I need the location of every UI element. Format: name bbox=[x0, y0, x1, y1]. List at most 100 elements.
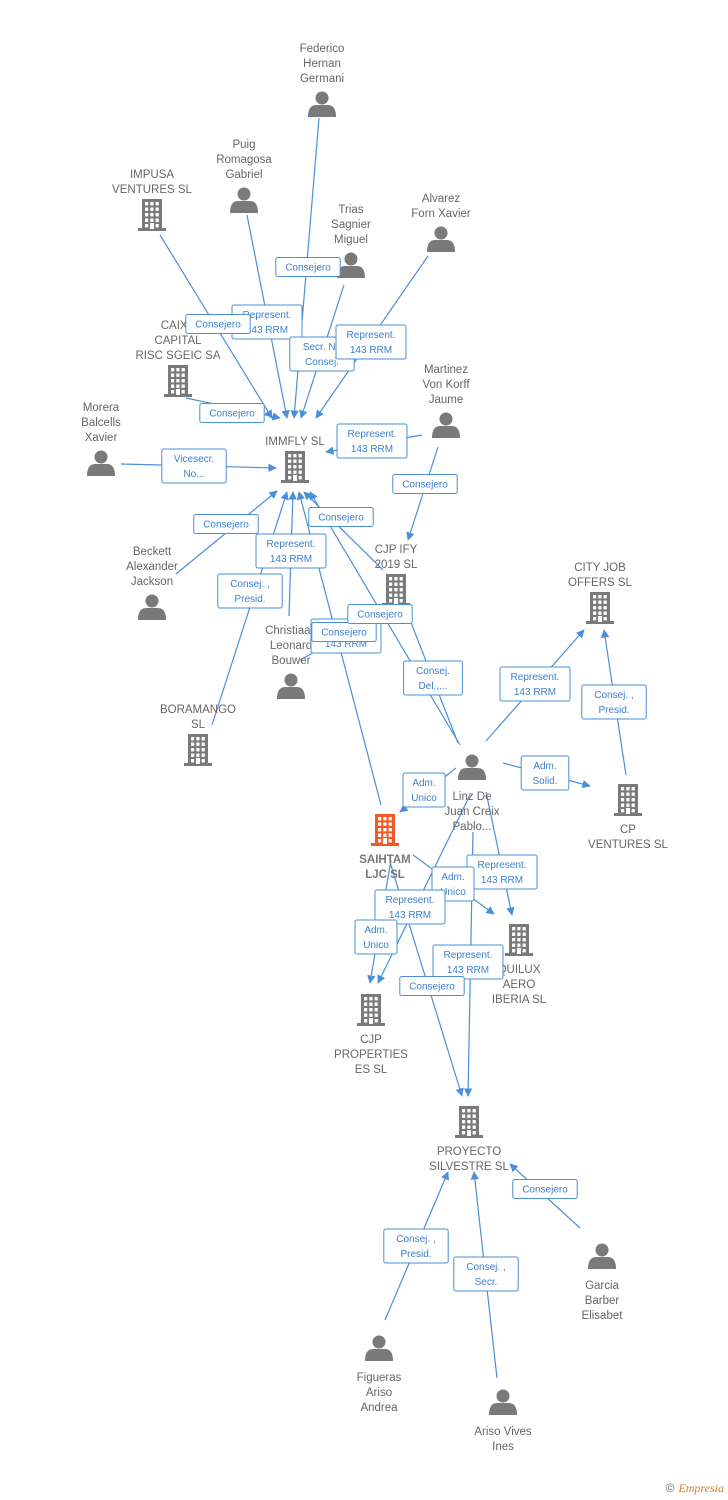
edge-label-text: 143 RRM bbox=[270, 554, 312, 565]
node-label: Balcells bbox=[81, 417, 121, 429]
node-label: Miguel bbox=[334, 234, 368, 246]
edge-label-ariso-to-proyecto[interactable]: Consej. ,Secr. bbox=[453, 1256, 519, 1292]
person-icon bbox=[427, 226, 455, 252]
edge-label-text: 143 RRM bbox=[325, 639, 367, 650]
node-label: Jaume bbox=[429, 394, 464, 406]
edge-label-linz-to-cpventures[interactable]: Adm.Solid. bbox=[520, 755, 570, 791]
edge-label-federico-to-immfly[interactable]: Consejero bbox=[275, 257, 341, 277]
node-label: IMPUSA bbox=[130, 169, 174, 181]
node-label: AERO bbox=[503, 979, 536, 991]
edge-label-figueras-to-proyecto[interactable]: Consej. ,Presid. bbox=[383, 1228, 449, 1264]
node-label: SILVESTRE SL bbox=[429, 1161, 509, 1173]
node-label: Figueras bbox=[357, 1372, 402, 1384]
node-label: Ines bbox=[492, 1441, 514, 1453]
edge-label-saihtam-to-proyecto[interactable]: Consejero bbox=[399, 976, 465, 996]
edge-label-linz-to-cityjob[interactable]: Represent.143 RRM bbox=[499, 666, 571, 702]
building-icon bbox=[164, 365, 192, 397]
edge-label-text: Del.,... bbox=[419, 681, 448, 692]
node-label: Ariso Vives bbox=[474, 1426, 532, 1438]
edge-label-morera-to-immfly[interactable]: Vicesecr.No... bbox=[161, 448, 227, 484]
node-label: Puig bbox=[232, 139, 255, 151]
edge-label-cjpify-to-immfly[interactable]: Consejero bbox=[308, 507, 374, 527]
node-label: QUILUX bbox=[498, 964, 541, 976]
node-label: Juan Creix bbox=[445, 806, 500, 818]
edge-label-linz-to-cjpprop[interactable]: Represent.143 RRM bbox=[374, 889, 446, 925]
edge-label-text: Consej. , bbox=[594, 690, 633, 701]
edge-label-beckett-to-immfly[interactable]: Consejero bbox=[193, 514, 259, 534]
person-icon bbox=[588, 1243, 616, 1269]
node-label: PROPERTIES bbox=[334, 1049, 408, 1061]
edge-label-text: Unico bbox=[440, 887, 466, 898]
node-label: Beckett bbox=[133, 546, 172, 558]
node-label: Garcia bbox=[585, 1280, 619, 1292]
edge-label-text: Unico bbox=[363, 940, 389, 951]
node-immfly[interactable]: IMMFLY SL bbox=[265, 436, 325, 483]
node-label: Ariso bbox=[366, 1387, 392, 1399]
person-icon bbox=[365, 1335, 393, 1361]
edge-label-linz-to-cjpify[interactable]: Consej.Del.,... bbox=[403, 660, 463, 696]
node-label: Jackson bbox=[131, 576, 173, 588]
edge-label-christiaan-to-immfly[interactable]: Represent.143 RRM bbox=[255, 533, 327, 569]
edge-label-cpventures-to-cityjob[interactable]: Consej. , Presid. bbox=[581, 684, 647, 720]
focus-company-icon bbox=[371, 814, 399, 846]
edge-label-text: 143 RRM bbox=[447, 965, 489, 976]
node-label: OFFERS SL bbox=[568, 577, 633, 589]
building-icon bbox=[184, 734, 212, 766]
edge-linz-to-quilux bbox=[485, 791, 515, 916]
node-label: Leonard bbox=[270, 640, 312, 652]
edge-label-martinez-to-immfly[interactable]: Represent.143 RRM bbox=[336, 423, 408, 459]
edge-label-saihtam-to-cjpprop[interactable]: Adm.Unico bbox=[354, 919, 398, 955]
node-label: Germani bbox=[300, 73, 344, 85]
edge-label-impusa-to-immfly[interactable]: Consejero bbox=[185, 314, 251, 334]
edge-label-linz-to-immfly[interactable]: Consejero bbox=[347, 604, 413, 624]
footer: ©Empresia bbox=[666, 1481, 724, 1496]
node-label: VENTURES SL bbox=[112, 184, 192, 196]
edge-label-linz-to-proyecto[interactable]: Represent.143 RRM bbox=[432, 944, 504, 980]
node-label: Alvarez bbox=[422, 193, 461, 205]
edge-label-text: Represent. bbox=[478, 860, 527, 871]
node-label: CP bbox=[620, 824, 636, 836]
edge-label-linz-to-quilux[interactable]: Represent.143 RRM bbox=[466, 854, 538, 890]
edge-label-martinez-to-cjpify[interactable]: Consejero bbox=[392, 474, 458, 494]
edge-label-caixa-to-immfly[interactable]: Consejero bbox=[199, 403, 265, 423]
edge-label-linz-to-saihtam[interactable]: Adm.Unico bbox=[402, 772, 446, 808]
node-label: Romagosa bbox=[216, 154, 272, 166]
edge-label-boramango-to-immfly[interactable]: Consej. ,Presid. bbox=[217, 573, 283, 609]
edge-label-alvarez-to-immfly[interactable]: Represent.143 RRM bbox=[335, 324, 407, 360]
edge-label-saihtam-to-immfly[interactable]: Consejero bbox=[311, 622, 377, 642]
edge-label-text: Consejero bbox=[285, 263, 331, 274]
building-icon bbox=[357, 994, 385, 1026]
edge-label-text: Represent. bbox=[348, 429, 397, 440]
node-label: LJC SL bbox=[365, 869, 405, 881]
node-impusa[interactable]: IMPUSA VENTURES SL bbox=[112, 169, 193, 231]
edge-label-text: Secr. bbox=[475, 1277, 498, 1288]
edge-label-text: 143 RRM bbox=[514, 687, 556, 698]
edge-label-text: Presid. bbox=[598, 705, 629, 716]
brand-logo[interactable]: Empresia bbox=[678, 1481, 724, 1495]
edge-label-garcia-to-proyecto[interactable]: Consejero bbox=[512, 1179, 578, 1199]
node-label: RISC SGEIC SA bbox=[136, 350, 221, 362]
edge-label-text: 143 RRM bbox=[350, 345, 392, 356]
